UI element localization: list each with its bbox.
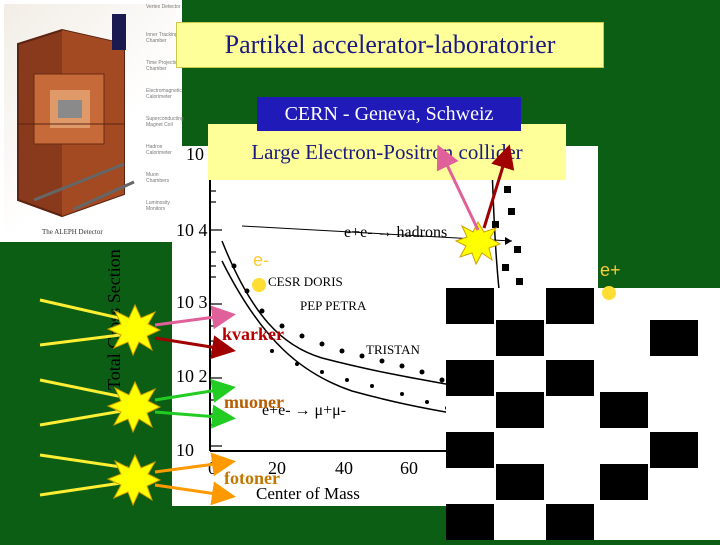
legend-tpc: Time Projection Chamber — [146, 60, 181, 72]
label-kvarker: kvarker — [222, 324, 284, 344]
slide-title: Partikel accelerator-laboratorier — [176, 22, 604, 68]
x-tick-40: 40 — [335, 458, 353, 478]
legend-luminosity: Luminosity Monitors — [146, 200, 170, 212]
checkerboard-svg — [446, 288, 720, 540]
checkerboard-pattern — [446, 288, 720, 540]
legend-em-calorimeter: Electromagnetic Calorimeter — [146, 88, 182, 100]
annotation-hadrons: e+e- → hadrons — [344, 224, 448, 241]
positron-dot — [602, 286, 616, 300]
label-muoner: muoner — [224, 392, 284, 412]
y-tick-1e4: 10 4 — [176, 220, 208, 240]
legend-hadron-calorimeter: Hadron Calorimeter — [146, 144, 172, 156]
aleph-detector-panel: Vertex Detector Inner Tracking Chamber T… — [0, 0, 184, 242]
legend-inner-tracking: Inner Tracking Chamber — [146, 32, 178, 44]
photon-arrow-2 — [154, 481, 236, 506]
legend-vertex-detector: Vertex Detector — [146, 4, 181, 10]
x-tick-60: 60 — [400, 458, 418, 478]
electron-dot — [252, 278, 266, 292]
annotation-pep-petra: PEP PETRA — [300, 298, 367, 313]
muon-arrow-2 — [154, 404, 236, 429]
jet-arrow-2 — [482, 144, 515, 229]
y-tick-10: 10 — [176, 440, 194, 460]
positron-label: e+ — [600, 260, 621, 280]
quark-arrow-2 — [154, 335, 236, 360]
location-label: CERN - Geneva, Schweiz — [257, 97, 521, 131]
quark-arrow-1 — [154, 305, 236, 330]
hadron-curve — [221, 240, 458, 387]
legend-muon-chambers: Muon Chambers — [146, 172, 170, 184]
muon-curve — [221, 260, 458, 415]
muon-arrow-1 — [154, 378, 236, 403]
y-tick-1e2: 10 2 — [176, 366, 208, 386]
hadron-arrowhead — [505, 237, 512, 245]
annotation-cesr-doris: CESR DORIS — [268, 274, 343, 289]
aleph-detector-drawing — [17, 14, 135, 218]
collision-stars — [106, 220, 502, 507]
label-fotoner: fotoner — [224, 468, 280, 488]
plot-x-label: Center of Mass — [256, 484, 360, 503]
photon-arrow-1 — [154, 452, 236, 477]
aleph-caption: The ALEPH Detector — [42, 228, 103, 236]
y-tick-1e3: 10 3 — [176, 292, 208, 312]
electron-label: e- — [253, 250, 270, 270]
annotation-tristan: TRISTAN — [366, 342, 420, 357]
incoming-lines — [39, 298, 129, 497]
aleph-detector-image: Vertex Detector Inner Tracking Chamber T… — [4, 4, 184, 236]
x-tick-20: 20 — [268, 458, 286, 478]
jet-arrow-1 — [436, 144, 480, 231]
annotation-mumu: e+e- → μ+μ- — [262, 402, 347, 419]
legend-magnet-coil: Superconducting Magnet Coil — [146, 116, 184, 128]
